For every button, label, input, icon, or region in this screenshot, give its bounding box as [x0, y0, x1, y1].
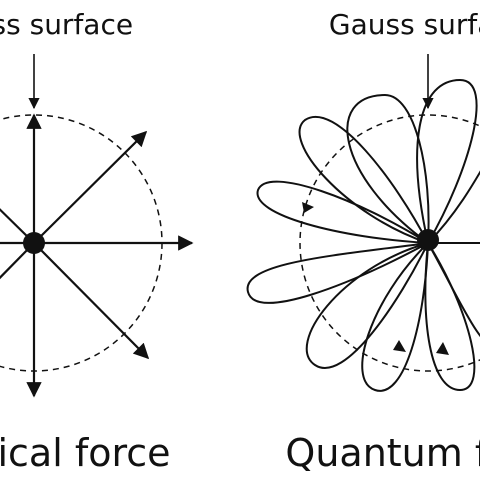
- loop-1: [346, 93, 430, 245]
- left-point-source: [23, 232, 45, 254]
- right-point-source: [417, 229, 439, 251]
- loop-8: [424, 240, 476, 392]
- right-panel: Gauss surface Quantum force: [246, 8, 480, 475]
- force-arrow-up-right: [33, 130, 148, 244]
- right-caption: Quantum force: [285, 431, 480, 475]
- loop-arrow-bottom: [436, 342, 449, 355]
- loop-9: [426, 242, 480, 338]
- left-panel: Gauss surface Classical force: [0, 8, 194, 475]
- right-gauss-surface: [299, 114, 480, 372]
- right-loop-arrows: [302, 202, 449, 355]
- right-loops: [246, 78, 480, 392]
- left-gauss-label: Gauss surface: [0, 8, 133, 41]
- loop-3: [298, 116, 431, 245]
- left-caption: Classical force: [0, 431, 171, 475]
- force-arrow-up-left: [0, 208, 35, 244]
- loop-7: [361, 240, 430, 392]
- loop-5: [246, 242, 429, 304]
- right-gauss-label: Gauss surface: [329, 8, 480, 41]
- loop-2: [416, 78, 478, 246]
- force-arrow-down-right: [33, 242, 150, 360]
- left-force-arrows: [0, 113, 194, 398]
- loop-4: [256, 180, 432, 245]
- loop-6: [305, 241, 430, 369]
- loop-arrow-lower-left: [393, 340, 406, 352]
- loop-10: [427, 170, 480, 244]
- force-arrow-down-left: [0, 242, 35, 280]
- loop-arrow-upper-left: [302, 202, 314, 213]
